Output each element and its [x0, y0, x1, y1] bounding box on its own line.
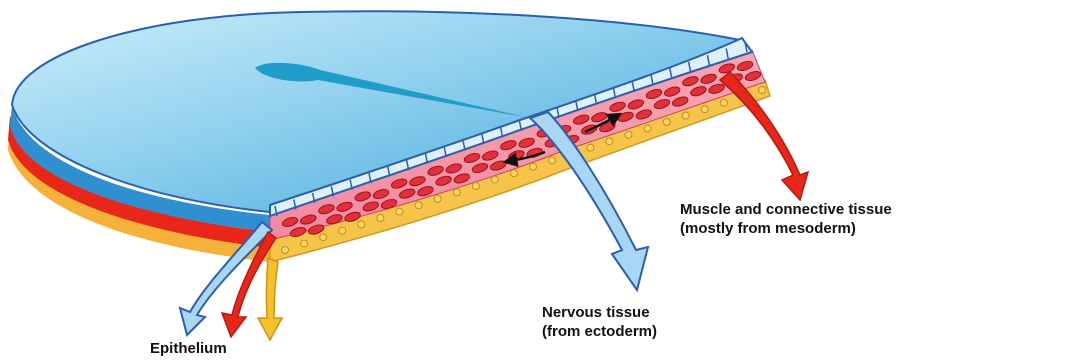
- connective-cell: [530, 163, 537, 170]
- muscle-label-line2: (mostly from mesoderm): [680, 219, 892, 238]
- connective-cell: [472, 183, 479, 190]
- muscle-label-line1: Muscle and connective tissue: [680, 200, 892, 219]
- connective-cell: [320, 234, 327, 241]
- nervous-label-line2: (from ectoderm): [542, 322, 657, 341]
- connective-cell: [644, 125, 651, 132]
- connective-cell: [663, 119, 670, 126]
- connective-cell: [434, 195, 441, 202]
- connective-cell: [339, 227, 346, 234]
- connective-cell: [301, 240, 308, 247]
- muscle-label: Muscle and connective tissue (mostly fro…: [680, 200, 892, 238]
- connective-cell: [625, 131, 632, 138]
- connective-cell: [491, 176, 498, 183]
- connective-cell: [377, 215, 384, 222]
- epithelium-label: Epithelium: [150, 339, 227, 358]
- connective-cell: [510, 170, 517, 177]
- nervous-label-line1: Nervous tissue: [542, 303, 657, 322]
- connective-cell: [606, 138, 613, 145]
- connective-cell: [701, 106, 708, 113]
- connective-cell: [682, 112, 689, 119]
- connective-cell: [759, 87, 766, 94]
- epithelium-arrow-yellow: [258, 258, 282, 340]
- connective-cell: [396, 208, 403, 215]
- connective-cell: [358, 221, 365, 228]
- connective-cell: [282, 247, 289, 254]
- connective-cell: [453, 189, 460, 196]
- connective-cell: [720, 99, 727, 106]
- connective-cell: [415, 202, 422, 209]
- connective-cell: [587, 144, 594, 151]
- connective-cell: [549, 157, 556, 164]
- nervous-label: Nervous tissue (from ectoderm): [542, 303, 657, 341]
